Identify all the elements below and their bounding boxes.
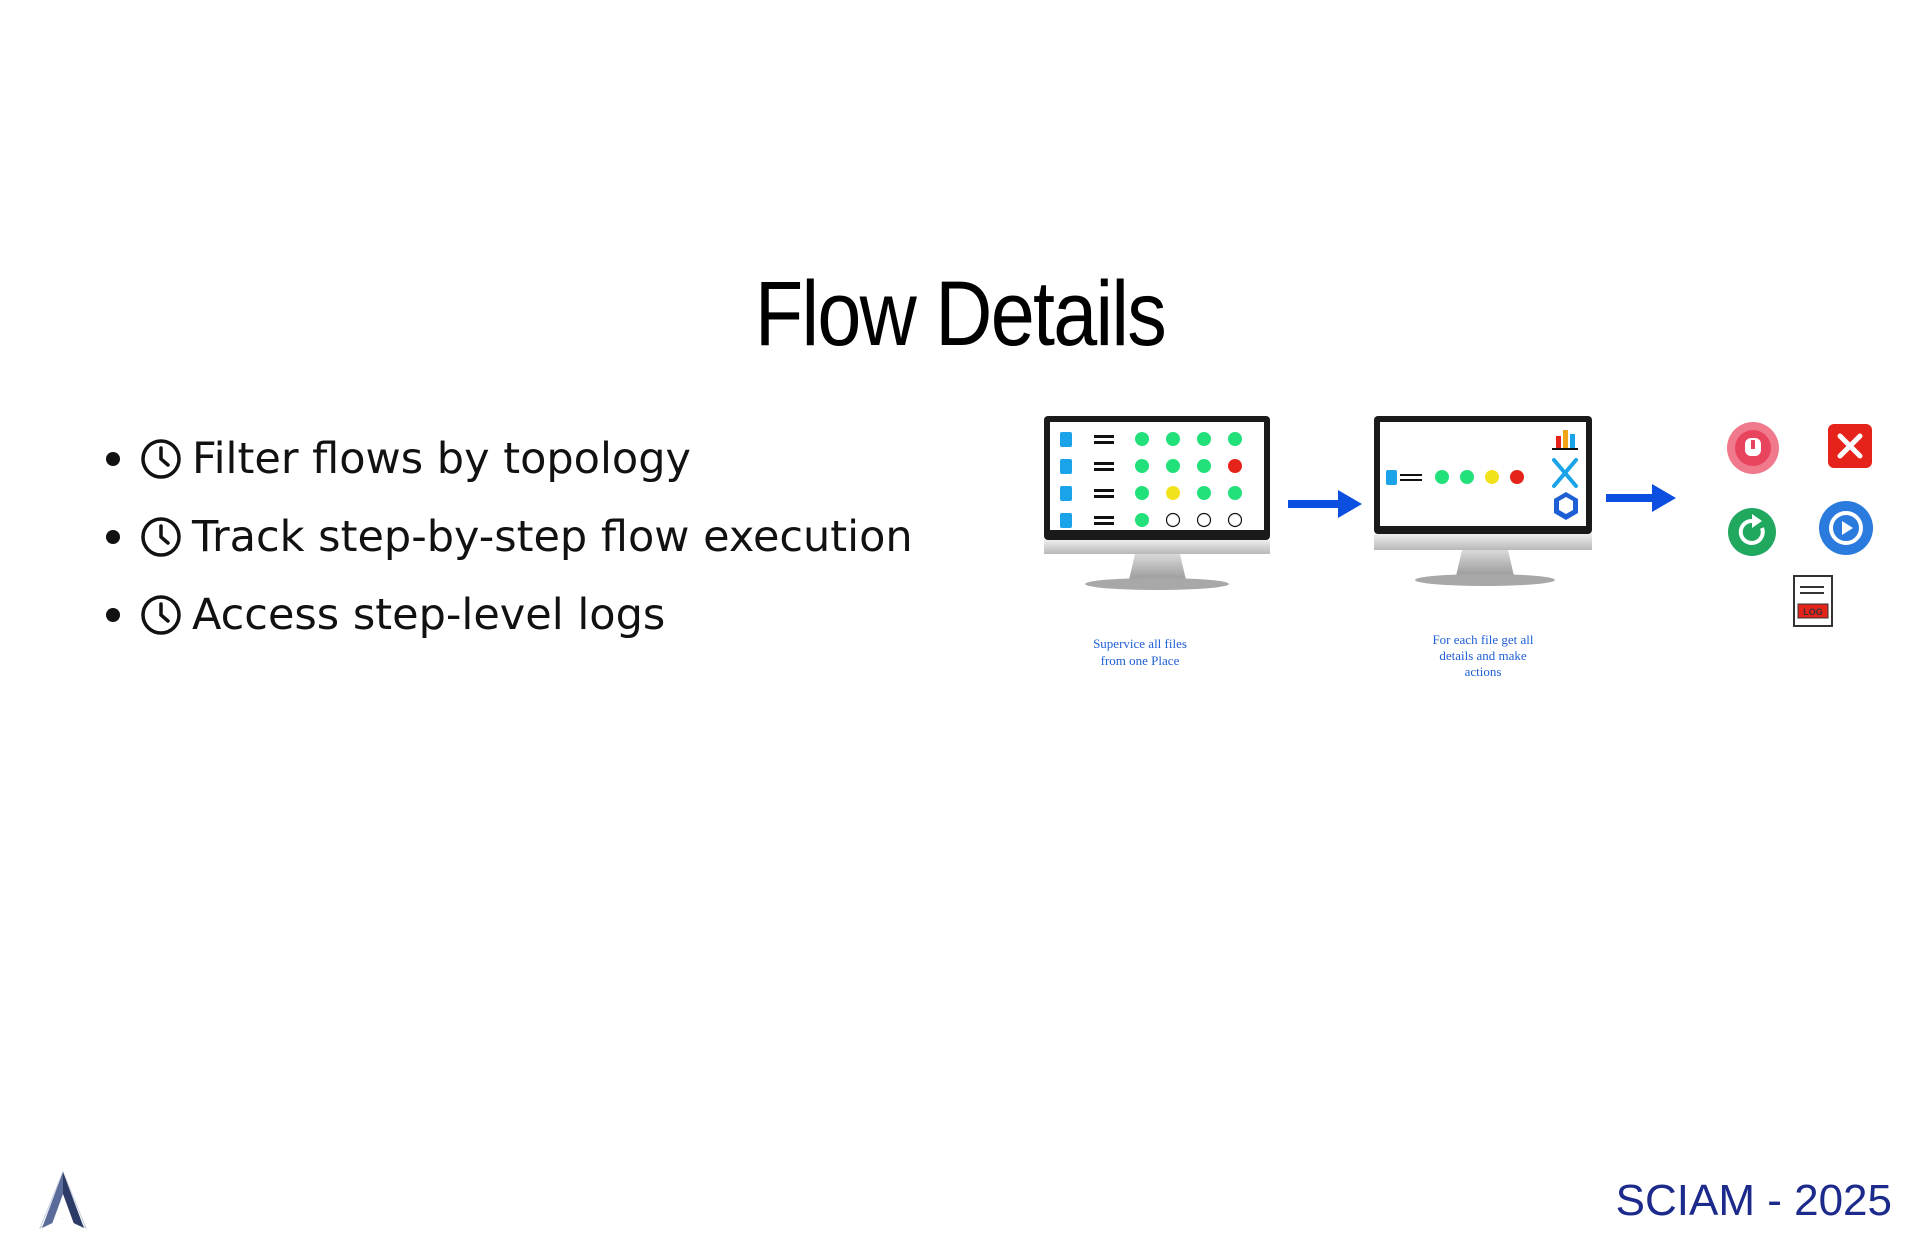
caption-details-line3: actions xyxy=(1465,664,1502,679)
monitor-file-details xyxy=(1374,416,1592,586)
bullet-text: Filter flows by topology xyxy=(192,434,691,484)
bullet-list: Filter flows by topology Track step-by-s… xyxy=(106,420,913,654)
bullet-dot xyxy=(106,452,120,466)
replay-icon xyxy=(1819,501,1873,555)
flow-diagram: Supervice all files from one Place For e… xyxy=(1044,416,1873,679)
caption-overview-line1: Supervice all files xyxy=(1093,636,1187,651)
log-file-icon: LOG xyxy=(1793,575,1833,627)
bullet-item: Filter flows by topology xyxy=(106,420,913,498)
bullet-item: Access step-level logs xyxy=(106,576,913,654)
bullet-text: Access step-level logs xyxy=(192,590,666,640)
company-logo xyxy=(38,1170,88,1230)
close-icon xyxy=(1828,424,1872,468)
cube-icon xyxy=(1554,492,1578,520)
alarm-icon xyxy=(1727,422,1779,474)
bullet-dot xyxy=(106,530,120,544)
file-rows xyxy=(1060,432,1243,528)
bullet-text: Track step-by-step flow execution xyxy=(192,512,913,562)
caption-details-line1: For each file get all xyxy=(1432,632,1533,647)
page-title: Flow Details xyxy=(754,263,1167,365)
chart-icon xyxy=(1552,430,1578,450)
caption-overview-line2: from one Place xyxy=(1101,653,1180,668)
bullet-item: Track step-by-step flow execution xyxy=(106,498,913,576)
tools-icon xyxy=(1552,458,1578,488)
caption-details-line2: details and make xyxy=(1439,648,1527,663)
clock-icon xyxy=(141,595,181,635)
bullet-dot xyxy=(106,608,120,622)
arrow-right-icon xyxy=(1606,484,1676,512)
refresh-icon xyxy=(1728,508,1776,556)
clock-icon xyxy=(141,439,181,479)
monitor-overview xyxy=(1044,416,1270,590)
clock-icon xyxy=(141,517,181,557)
arrow-right-icon xyxy=(1288,490,1362,518)
log-label: LOG xyxy=(1803,607,1823,617)
footer-brand: SCIAM - 2025 xyxy=(1615,1176,1892,1225)
